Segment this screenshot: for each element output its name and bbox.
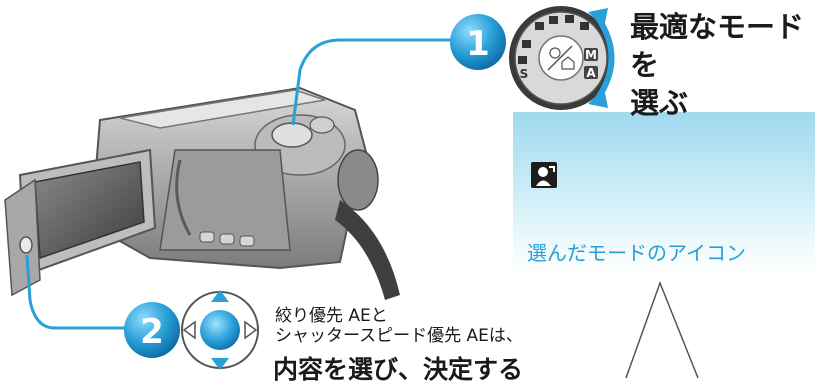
lcd-screen-preview (513, 112, 815, 272)
scene-icon-5 (522, 40, 531, 48)
lcd-joystick-button[interactable] (19, 236, 33, 254)
scene-icon-2 (549, 16, 558, 24)
scene-icon-6 (518, 56, 527, 64)
dial-label-m: M (585, 48, 597, 62)
home-icon (561, 56, 575, 70)
step1-instruction-line1: 最適なモードを (630, 10, 805, 82)
step2-note-line1: 絞り優先 AEと (275, 306, 388, 326)
scene-icon-4 (580, 22, 589, 30)
step1-instruction-line2: 選ぶ (630, 86, 689, 120)
step2-number: 2 (140, 312, 164, 352)
mode-dial[interactable] (271, 122, 313, 148)
mode-dial-closeup: M A S (509, 6, 613, 110)
four-way-joystick-icon (181, 290, 259, 370)
dial-label-a: A (586, 66, 596, 80)
camcorder (4, 86, 400, 300)
step2-note-line2: シャッタースピード優先 AEは、 (275, 326, 523, 346)
sun-icon (549, 47, 561, 59)
step2-note: 絞り優先 AEと シャッタースピード優先 AEは、 (275, 306, 523, 346)
scene-icon-3 (565, 15, 574, 23)
portrait-mode-icon (531, 162, 557, 188)
step1-leader-line (291, 38, 455, 126)
pointer-triangle (625, 280, 699, 379)
step1-number: 1 (466, 24, 490, 64)
icon-caption: 選んだモードのアイコン (527, 241, 746, 265)
rotate-arrow-icon (588, 8, 615, 108)
dial-label-s: S (520, 67, 529, 81)
step2-instruction: 内容を選び、決定する (273, 355, 524, 384)
step2-leader-line (25, 254, 128, 330)
step1-badge: 1 (450, 14, 506, 70)
scene-icon-1 (535, 22, 544, 30)
step2-badge: 2 (124, 302, 180, 358)
step1-instruction: 最適なモードを 選ぶ (630, 8, 815, 122)
